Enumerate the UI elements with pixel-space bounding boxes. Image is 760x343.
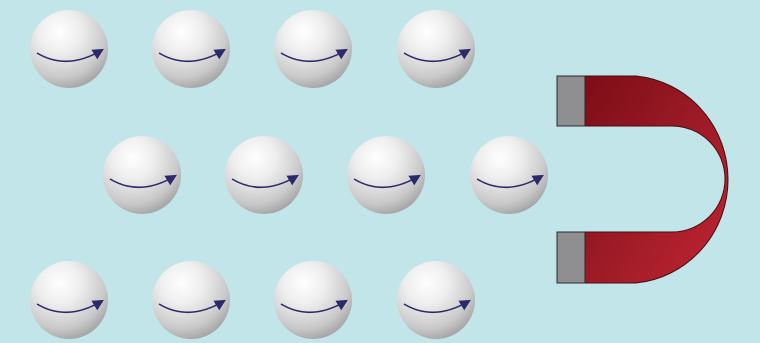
sphere — [30, 261, 108, 339]
sphere-body — [30, 10, 108, 88]
sphere — [470, 136, 548, 214]
sphere-body — [152, 10, 230, 88]
sphere-body — [103, 136, 181, 214]
sphere — [397, 10, 475, 88]
sphere-body — [274, 261, 352, 339]
sphere — [274, 261, 352, 339]
sphere — [225, 136, 303, 214]
magnet-bottom-pole — [557, 232, 585, 283]
sphere — [152, 261, 230, 339]
sphere-body — [274, 10, 352, 88]
sphere — [397, 261, 475, 339]
sphere — [152, 10, 230, 88]
sphere-body — [347, 136, 425, 214]
sphere — [103, 136, 181, 214]
sphere — [274, 10, 352, 88]
sphere-body — [152, 261, 230, 339]
sphere-body — [470, 136, 548, 214]
sphere-body — [225, 136, 303, 214]
sphere-body — [397, 261, 475, 339]
sphere — [30, 10, 108, 88]
sphere-body — [30, 261, 108, 339]
magnet-top-pole — [557, 76, 585, 126]
sphere — [347, 136, 425, 214]
sphere-body — [397, 10, 475, 88]
